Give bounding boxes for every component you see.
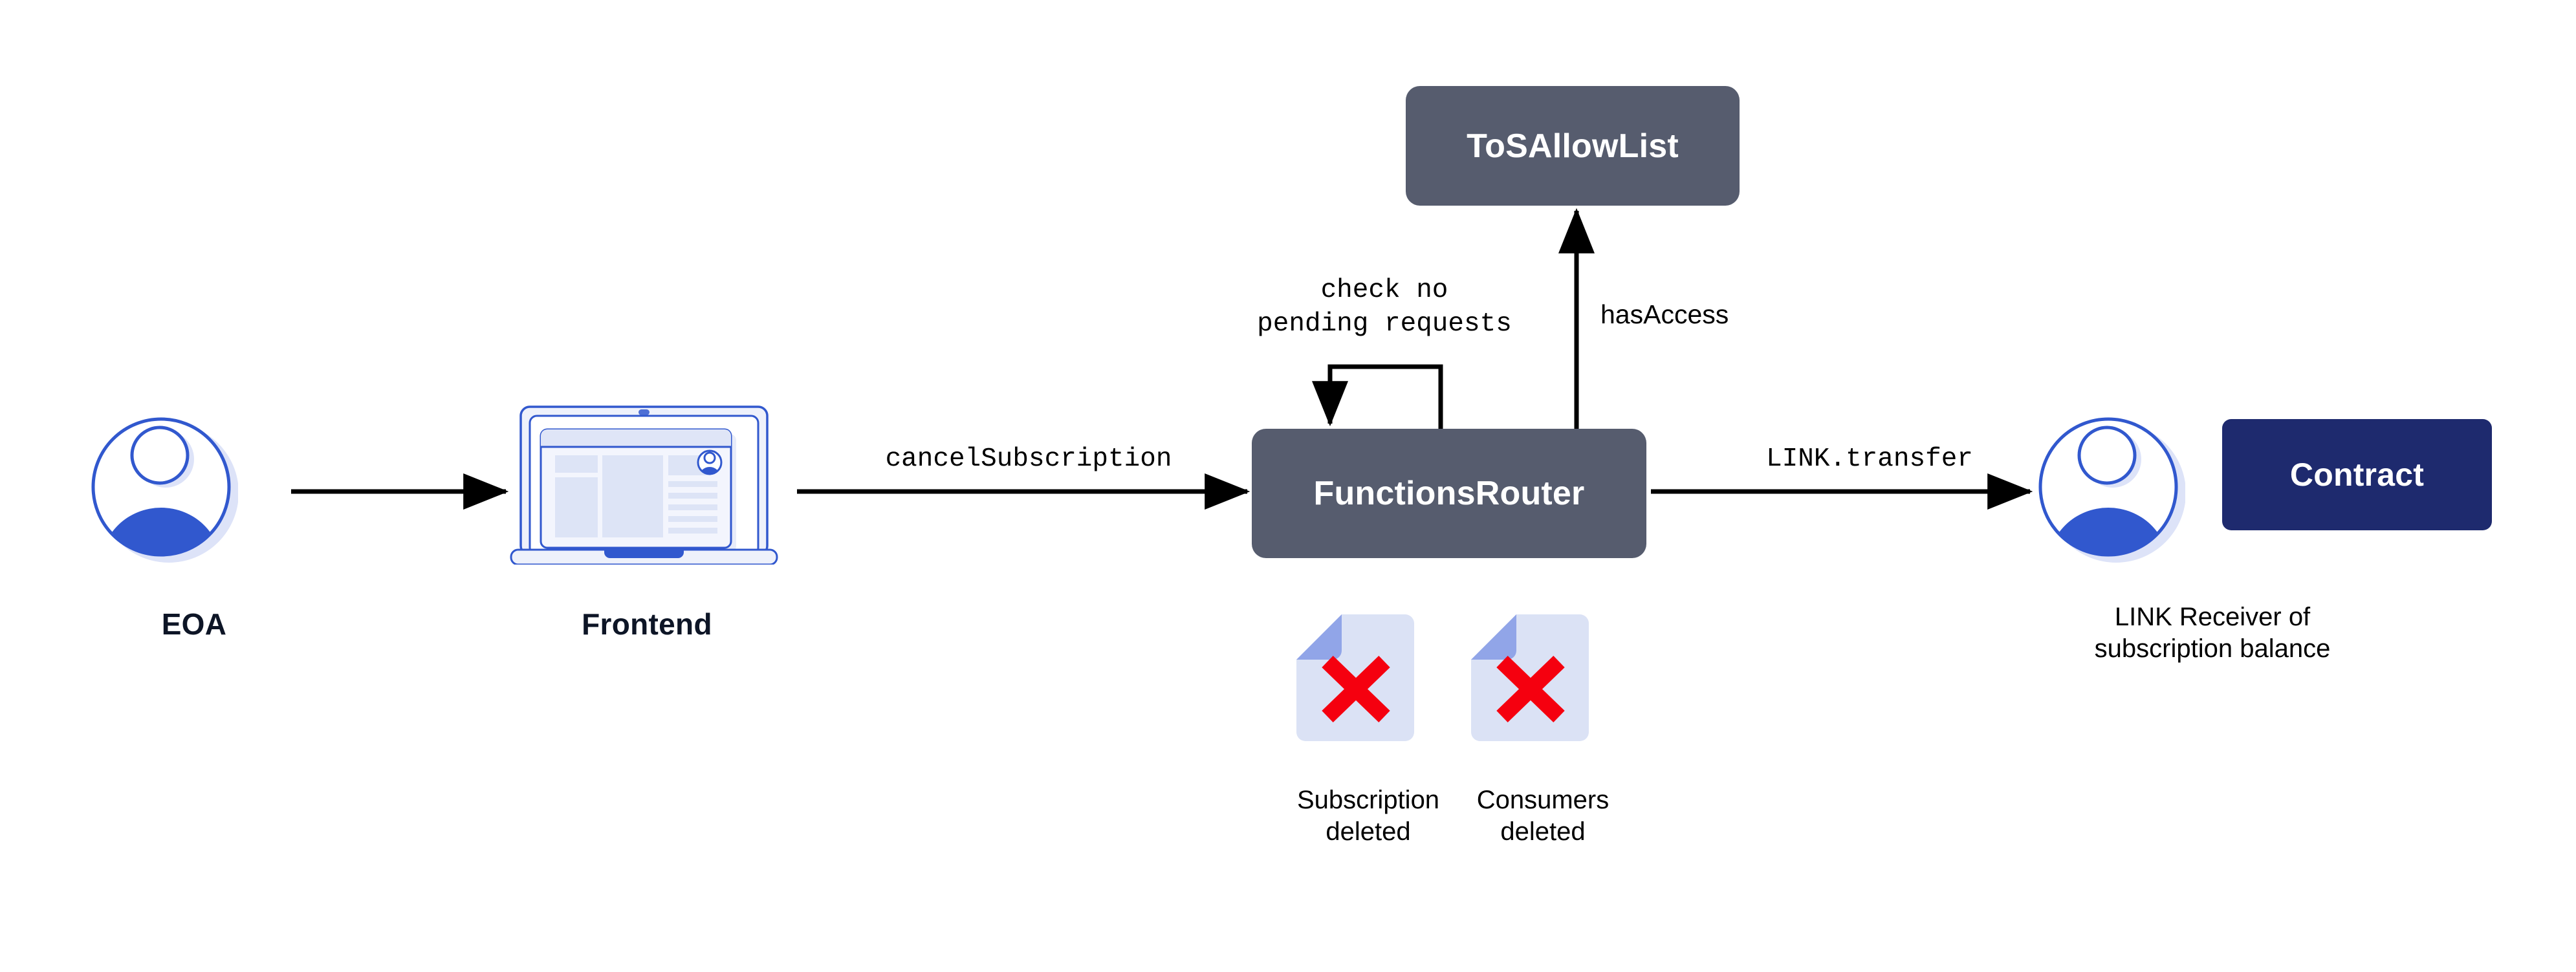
node-tos-allow-list-label: ToSAllowList bbox=[1467, 127, 1679, 165]
user-avatar-icon bbox=[89, 415, 239, 565]
node-functions-router[interactable]: FunctionsRouter bbox=[1252, 429, 1646, 558]
document-deleted-icon bbox=[1294, 613, 1420, 742]
document-deleted-icon bbox=[1468, 613, 1595, 742]
node-functions-router-label: FunctionsRouter bbox=[1313, 475, 1585, 512]
node-eoa-label: EOA bbox=[161, 607, 227, 641]
node-subscription-deleted-caption: Subscription deleted bbox=[1296, 786, 1440, 846]
node-contract[interactable]: Contract bbox=[2222, 419, 2492, 530]
node-frontend-label: Frontend bbox=[582, 607, 712, 641]
node-consumers-deleted-caption: Consumers deleted bbox=[1476, 786, 1610, 846]
laptop-icon bbox=[510, 404, 778, 566]
node-tos-allow-list[interactable]: ToSAllowList bbox=[1406, 86, 1740, 206]
edge-label-has-access: hasAccess bbox=[1600, 299, 1729, 329]
edge-label-check-no-pending-requests: check no pending requests bbox=[1257, 275, 1512, 340]
node-link-receiver-caption: LINK Receiver of subscription balance bbox=[2094, 603, 2331, 663]
edge-label-link-transfer: LINK.transfer bbox=[1766, 444, 1973, 474]
user-avatar-icon bbox=[2036, 415, 2186, 565]
node-contract-label: Contract bbox=[2289, 457, 2425, 493]
edge-label-cancel-subscription: cancelSubscription bbox=[885, 444, 1172, 474]
edge-router-self-loop bbox=[1312, 364, 1443, 429]
